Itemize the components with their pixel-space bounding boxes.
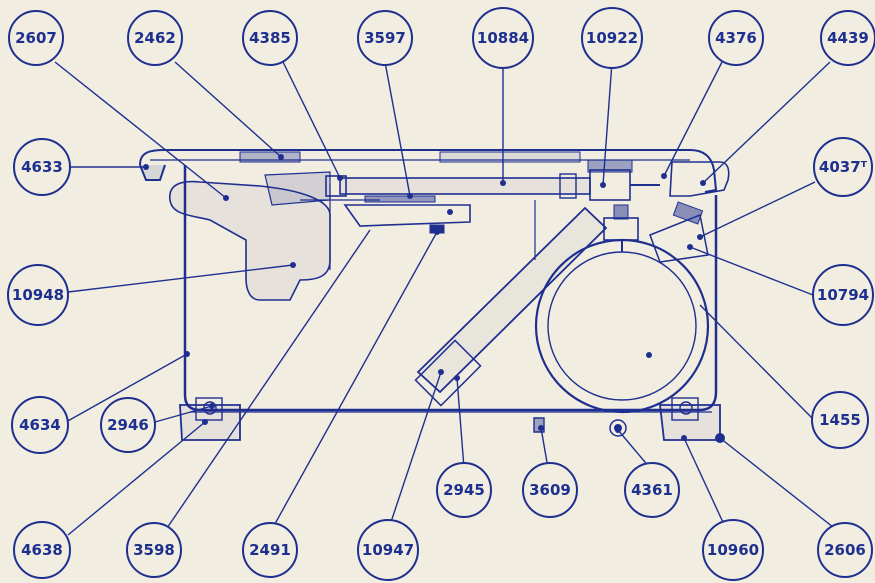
svg-text:3597: 3597 bbox=[364, 29, 406, 47]
svg-text:10948: 10948 bbox=[12, 286, 64, 304]
svg-text:4634: 4634 bbox=[19, 416, 61, 434]
callout-4633: 4633 bbox=[13, 138, 71, 196]
callout-10948: 10948 bbox=[7, 264, 69, 326]
svg-text:4633: 4633 bbox=[21, 158, 63, 176]
callout-2946: 2946 bbox=[100, 397, 156, 453]
svg-text:10960: 10960 bbox=[707, 541, 759, 559]
mechanism-drawing bbox=[139, 149, 730, 443]
callout-3609: 3609 bbox=[522, 462, 578, 518]
callout-10947: 10947 bbox=[357, 519, 419, 581]
callout-2607: 2607 bbox=[8, 10, 64, 66]
svg-text:10922: 10922 bbox=[586, 29, 638, 47]
svg-text:1455: 1455 bbox=[819, 411, 861, 429]
svg-text:2946: 2946 bbox=[107, 416, 149, 434]
callout-2606: 2606 bbox=[817, 522, 873, 578]
lever-arm bbox=[416, 206, 608, 394]
svg-text:3609: 3609 bbox=[529, 481, 571, 499]
callout-4037: 4037ᵀ bbox=[813, 137, 873, 197]
callout-4385: 4385 bbox=[242, 10, 298, 66]
callout-4376: 4376 bbox=[708, 10, 764, 66]
svg-text:10794: 10794 bbox=[817, 286, 869, 304]
svg-text:2945: 2945 bbox=[443, 481, 485, 499]
callout-2945: 2945 bbox=[436, 462, 492, 518]
svg-text:2491: 2491 bbox=[249, 541, 291, 559]
svg-text:4385: 4385 bbox=[249, 29, 291, 47]
callout-1455: 1455 bbox=[811, 391, 869, 449]
rod-collar bbox=[325, 175, 347, 197]
svg-text:10884: 10884 bbox=[477, 29, 529, 47]
callout-4361: 4361 bbox=[624, 462, 680, 518]
left-casting bbox=[169, 180, 331, 301]
right-bracket bbox=[669, 161, 730, 197]
callout-3598: 3598 bbox=[126, 522, 182, 578]
serrated-strip bbox=[364, 195, 436, 203]
platen bbox=[343, 204, 471, 227]
leader-dots bbox=[143, 154, 723, 441]
callout-10884: 10884 bbox=[472, 7, 534, 69]
callout-4439: 4439 bbox=[820, 10, 875, 66]
main-housing bbox=[183, 165, 718, 412]
svg-text:2607: 2607 bbox=[15, 29, 57, 47]
callout-10960: 10960 bbox=[702, 519, 764, 581]
svg-text:4439: 4439 bbox=[827, 29, 869, 47]
callout-3597: 3597 bbox=[357, 10, 413, 66]
callout-2491: 2491 bbox=[242, 522, 298, 578]
drive-rod bbox=[339, 177, 591, 195]
top-cover bbox=[139, 149, 718, 193]
callout-10922: 10922 bbox=[581, 7, 643, 69]
svg-text:4361: 4361 bbox=[631, 481, 673, 499]
svg-text:2606: 2606 bbox=[824, 541, 866, 559]
svg-text:4037ᵀ: 4037ᵀ bbox=[819, 158, 868, 176]
svg-text:4638: 4638 bbox=[21, 541, 63, 559]
svg-text:2462: 2462 bbox=[134, 29, 176, 47]
svg-text:10947: 10947 bbox=[362, 541, 414, 559]
left-foot bbox=[179, 404, 241, 441]
callout-10794: 10794 bbox=[812, 264, 874, 326]
right-foot bbox=[658, 404, 721, 441]
leader-lines bbox=[54, 61, 839, 536]
callout-2462: 2462 bbox=[127, 10, 183, 66]
callout-4634: 4634 bbox=[11, 396, 69, 454]
svg-text:3598: 3598 bbox=[133, 541, 175, 559]
callout-4638: 4638 bbox=[13, 521, 71, 579]
svg-text:4376: 4376 bbox=[715, 29, 757, 47]
